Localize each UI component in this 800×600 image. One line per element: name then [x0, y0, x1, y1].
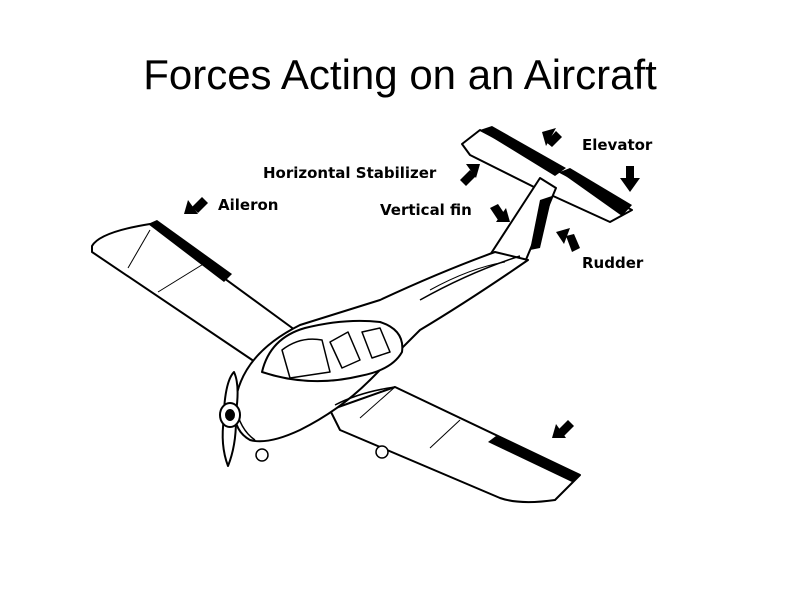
- slide-title: Forces Acting on an Aircraft: [143, 51, 657, 98]
- propeller: [219, 371, 241, 467]
- elevator-surface: [480, 126, 566, 176]
- horizontal-stabilizer-arrow: [460, 164, 480, 186]
- elevator-label: Elevator: [582, 136, 653, 154]
- right-aileron-arrow: [552, 420, 574, 438]
- horizontal-stabilizer-label: Horizontal Stabilizer: [263, 164, 437, 182]
- elevator-arrow-top: [542, 128, 562, 147]
- rudder-label: Rudder: [582, 254, 644, 272]
- rudder-arrow: [556, 228, 580, 252]
- aileron-arrow: [184, 197, 208, 214]
- rudder-surface: [530, 196, 552, 250]
- fuselage: [233, 251, 529, 462]
- elevator-surface-right: [560, 168, 632, 216]
- arrows: [184, 128, 640, 438]
- aileron-label: Aileron: [218, 196, 278, 214]
- right-aileron-surface: [488, 436, 580, 482]
- right-wing: [329, 386, 581, 504]
- vertical-fin-label: Vertical fin: [380, 201, 472, 219]
- vertical-fin-arrow: [490, 204, 510, 222]
- elevator-arrow-bottom: [620, 166, 640, 192]
- aileron-surface: [148, 220, 232, 282]
